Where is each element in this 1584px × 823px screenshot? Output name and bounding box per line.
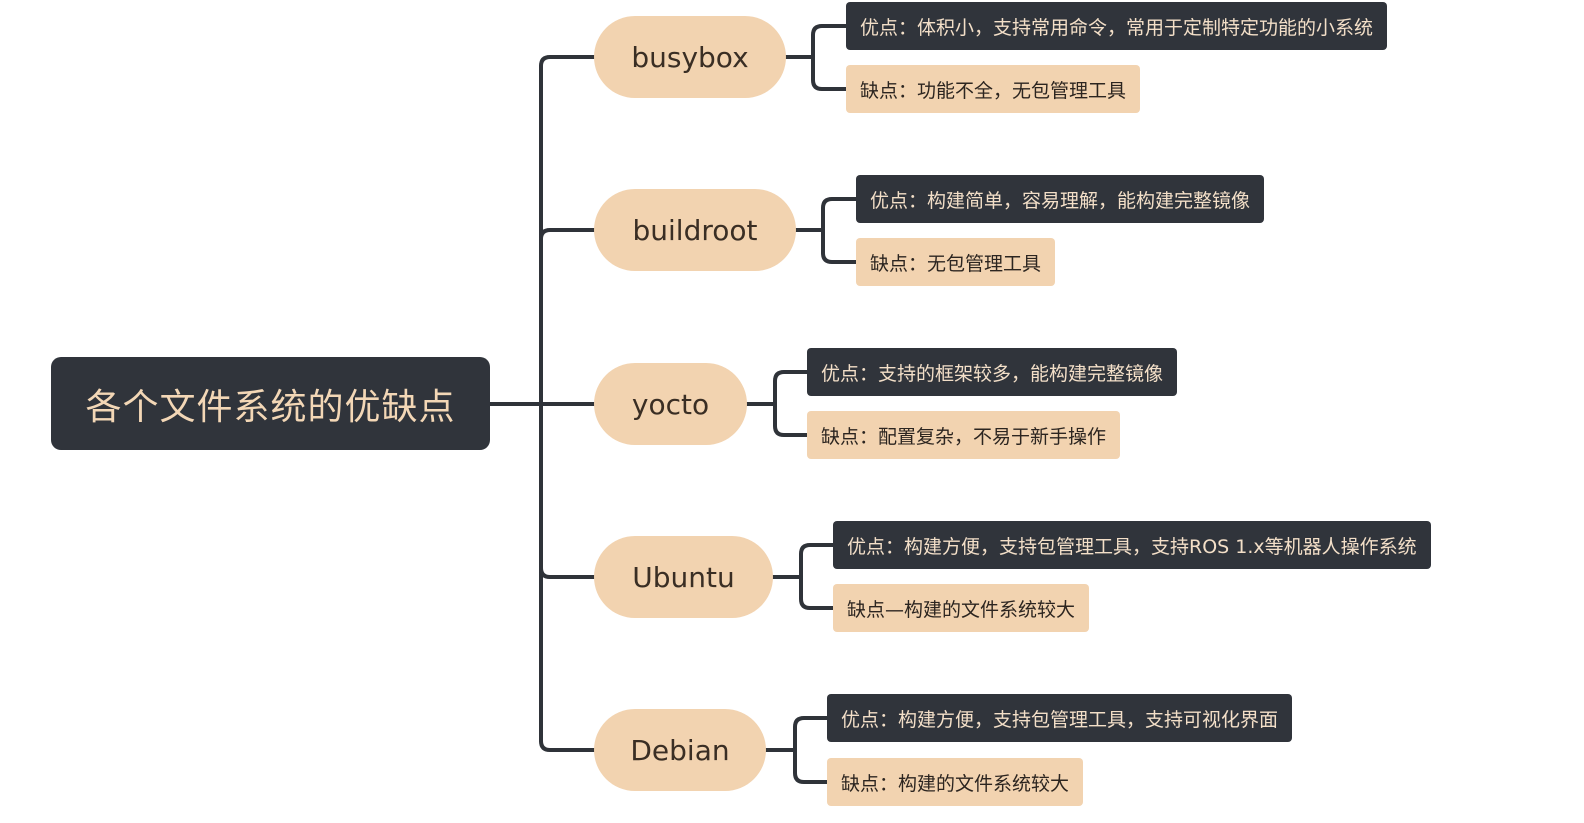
busybox-con-node[interactable]: 缺点：功能不全，无包管理工具 [846,65,1141,113]
yocto-con-node[interactable]: 缺点：配置复杂，不易于新手操作 [807,411,1121,459]
pro-label: 优点：构建方便，支持包管理工具，支持可视化界面 [841,708,1279,731]
branch-node-debian[interactable]: Debian [594,709,766,791]
busybox-pro-connector [811,24,848,59]
debian-con-connector [793,748,829,784]
branch-node-buildroot[interactable]: buildroot [594,189,796,271]
root-topic[interactable]: 各个文件系统的优缺点 [51,357,490,450]
branch-node-label: Debian [630,733,730,767]
buildroot-pro-connector [821,197,858,232]
buildroot-con-connector [821,228,858,264]
branch-node-ubuntu[interactable]: Ubuntu [594,536,773,618]
branch-node-label: Ubuntu [632,560,735,594]
branch-node-label: buildroot [632,213,758,247]
trunk-to-ubuntu [539,566,596,579]
yocto-pro-node[interactable]: 优点：支持的框架较多，能构建完整镜像 [807,348,1178,396]
pro-label: 优点：构建方便，支持包管理工具，支持ROS 1.x等机器人操作系统 [847,535,1417,558]
con-label: 缺点—构建的文件系统较大 [847,598,1076,621]
pro-label: 优点：支持的框架较多，能构建完整镜像 [821,362,1164,385]
ubuntu-con-connector [799,575,835,610]
trunk-to-debian [539,739,596,752]
branch-node-busybox[interactable]: busybox [594,16,786,98]
con-label: 缺点：功能不全，无包管理工具 [860,79,1127,102]
pro-label: 优点：构建简单，容易理解，能构建完整镜像 [870,189,1251,212]
branch-node-label: busybox [631,40,749,74]
debian-pro-connector [793,716,829,752]
buildroot-con-node[interactable]: 缺点：无包管理工具 [856,238,1056,286]
debian-pro-node[interactable]: 优点：构建方便，支持包管理工具，支持可视化界面 [827,694,1293,742]
trunk-to-busybox [539,55,596,68]
con-label: 缺点：构建的文件系统较大 [841,772,1070,795]
branch-node-yocto[interactable]: yocto [594,363,747,445]
pro-label: 优点：体积小，支持常用命令，常用于定制特定功能的小系统 [860,16,1374,39]
trunk-to-buildroot [539,228,596,241]
buildroot-pro-node[interactable]: 优点：构建简单，容易理解，能构建完整镜像 [856,175,1265,223]
debian-con-node[interactable]: 缺点：构建的文件系统较大 [827,758,1084,806]
ubuntu-con-node[interactable]: 缺点—构建的文件系统较大 [833,584,1090,632]
ubuntu-pro-connector [799,543,835,579]
ubuntu-pro-node[interactable]: 优点：构建方便，支持包管理工具，支持ROS 1.x等机器人操作系统 [833,521,1431,569]
yocto-pro-connector [773,370,809,406]
branch-node-label: yocto [631,387,710,421]
root-topic-label: 各个文件系统的优缺点 [85,386,456,428]
con-label: 缺点：无包管理工具 [870,252,1042,275]
yocto-con-connector [773,402,809,437]
busybox-pro-node[interactable]: 优点：体积小，支持常用命令，常用于定制特定功能的小系统 [846,2,1388,50]
busybox-con-connector [811,55,848,91]
con-label: 缺点：配置复杂，不易于新手操作 [821,425,1107,448]
